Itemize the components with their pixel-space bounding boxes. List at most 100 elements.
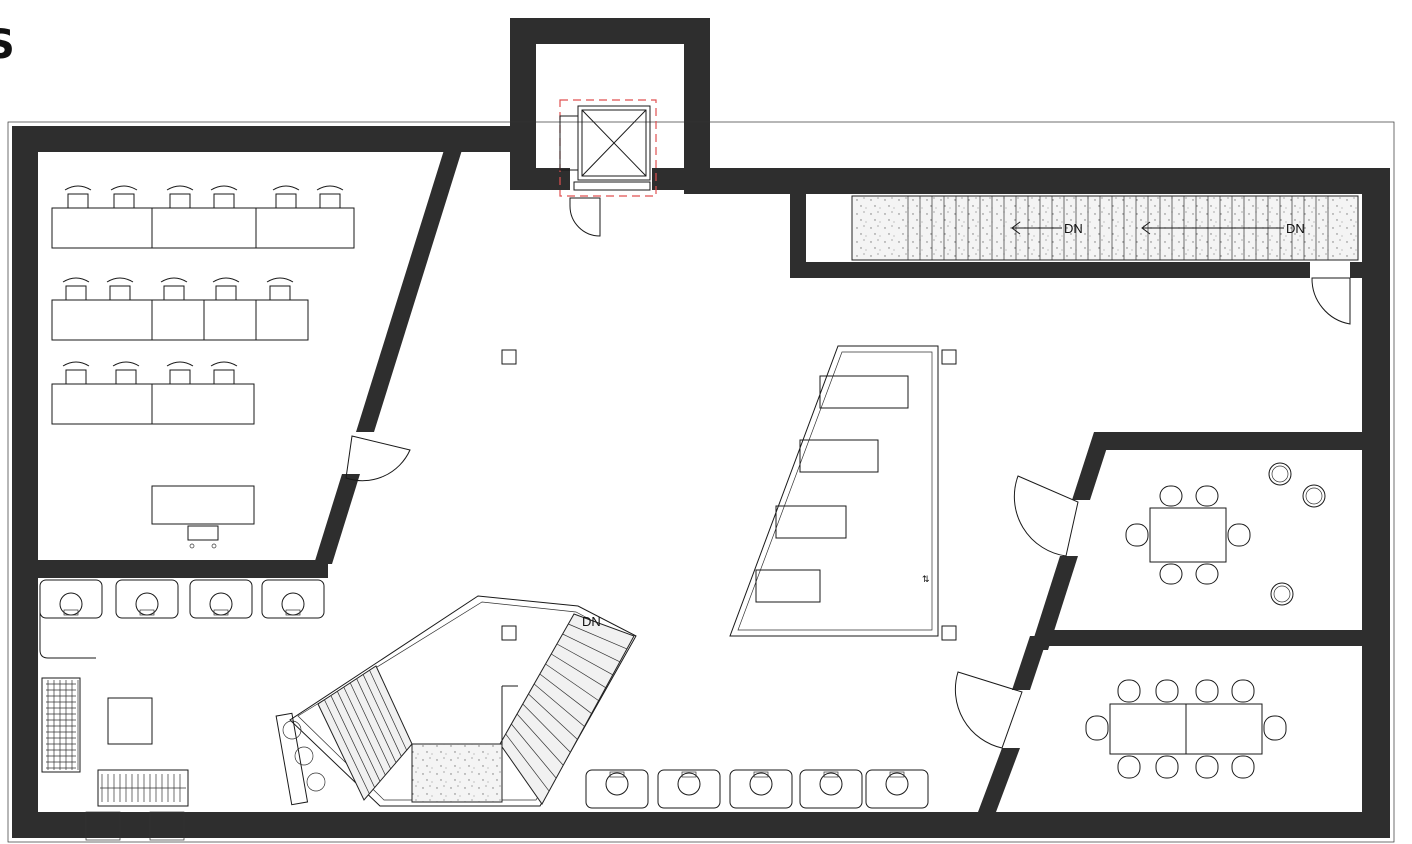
office-chair <box>65 369 87 385</box>
office-chair <box>169 193 191 209</box>
stair-tread <box>343 686 386 776</box>
stair-tread <box>369 670 407 751</box>
desk <box>151 299 205 341</box>
top-stair: DN DN <box>851 195 1359 325</box>
meeting-chair <box>1117 755 1141 779</box>
stair-tread <box>356 678 397 763</box>
stair-tread <box>324 699 370 794</box>
pod-chair <box>885 772 909 796</box>
chair-back <box>106 277 134 283</box>
office-chair <box>169 369 191 385</box>
pod-chair <box>135 592 159 616</box>
stair-tread <box>505 733 550 792</box>
desk <box>203 299 257 341</box>
svg-text:⇅: ⇅ <box>922 575 930 585</box>
pod-chair <box>281 592 305 616</box>
desk <box>51 383 153 425</box>
interior-walls <box>38 150 1362 812</box>
chair-back <box>166 361 194 367</box>
stair-tread <box>528 693 578 740</box>
stair-tread <box>516 713 564 766</box>
desk <box>151 207 257 249</box>
pod-monitor <box>823 771 839 778</box>
workstation-pod <box>729 769 793 809</box>
central-stair: DN <box>275 595 637 807</box>
office-chair <box>115 369 137 385</box>
office-chair <box>113 193 135 209</box>
chair-back <box>210 361 238 367</box>
meeting-chair <box>1231 679 1255 703</box>
stair-tread <box>551 653 606 688</box>
meeting-chair <box>1117 679 1141 703</box>
desk <box>255 299 309 341</box>
pod-monitor <box>753 771 769 778</box>
chair-back <box>64 185 92 191</box>
chair-back <box>166 185 194 191</box>
workstation-pod <box>865 769 929 809</box>
stair-tread <box>562 633 620 663</box>
desk <box>51 299 153 341</box>
meeting-room-1 <box>1013 462 1326 606</box>
chair-back <box>160 277 188 283</box>
pod-chair <box>749 772 773 796</box>
stair-tread <box>533 683 585 727</box>
pod-chair <box>819 772 843 796</box>
chair-back <box>316 185 344 191</box>
pod-chair <box>209 592 233 616</box>
left-office <box>51 185 355 425</box>
stair-tread <box>330 695 375 788</box>
office-chair <box>275 193 297 209</box>
office-chair <box>213 369 235 385</box>
meeting-chair <box>1231 755 1255 779</box>
workstation-pod <box>189 579 253 619</box>
stair-tread <box>349 682 391 770</box>
pod-monitor <box>213 609 229 616</box>
desk <box>151 383 255 425</box>
pod-chair <box>59 592 83 616</box>
pod-monitor <box>139 609 155 616</box>
stair-label-dn-central: DN <box>582 614 601 629</box>
meeting-room-2 <box>954 671 1287 779</box>
pod-monitor <box>681 771 697 778</box>
pod-monitor <box>285 609 301 616</box>
meeting-chair <box>1155 679 1179 703</box>
workstation-pods-row2 <box>585 769 929 809</box>
workstation-pod <box>657 769 721 809</box>
meeting-chair <box>1195 679 1219 703</box>
office-chair <box>163 285 185 301</box>
office-chair <box>65 285 87 301</box>
partition <box>39 590 96 659</box>
chair-back <box>212 277 240 283</box>
stair-tread <box>362 674 402 757</box>
chair-back <box>272 185 300 191</box>
elevator <box>559 99 657 237</box>
chair-back <box>210 185 238 191</box>
office-chair <box>213 193 235 209</box>
meeting-chair <box>1195 755 1219 779</box>
meeting-chair <box>1155 755 1179 779</box>
stair-label-dn-right: DN <box>1286 221 1305 236</box>
office-chair <box>67 193 89 209</box>
workstation-pod <box>39 579 103 619</box>
left-office-door <box>345 435 411 482</box>
outer-outline <box>7 121 1395 843</box>
chair-back <box>62 361 90 367</box>
stair-tread <box>568 623 628 650</box>
chair-back <box>110 185 138 191</box>
chair-back <box>62 277 90 283</box>
stair-tread <box>337 691 381 782</box>
workstation-pods-row1 <box>39 579 325 619</box>
stair-tread <box>556 643 613 676</box>
stair-label-dn-left: DN <box>1064 221 1083 236</box>
office-chair <box>215 285 237 301</box>
stair-tread <box>539 673 592 714</box>
pod-monitor <box>609 771 625 778</box>
outer-walls <box>12 18 1390 838</box>
chair-back <box>266 277 294 283</box>
chair-back <box>112 361 140 367</box>
pod-chair <box>677 772 701 796</box>
workstation-pod <box>799 769 863 809</box>
workstation-pod <box>115 579 179 619</box>
workstation-pod <box>261 579 325 619</box>
